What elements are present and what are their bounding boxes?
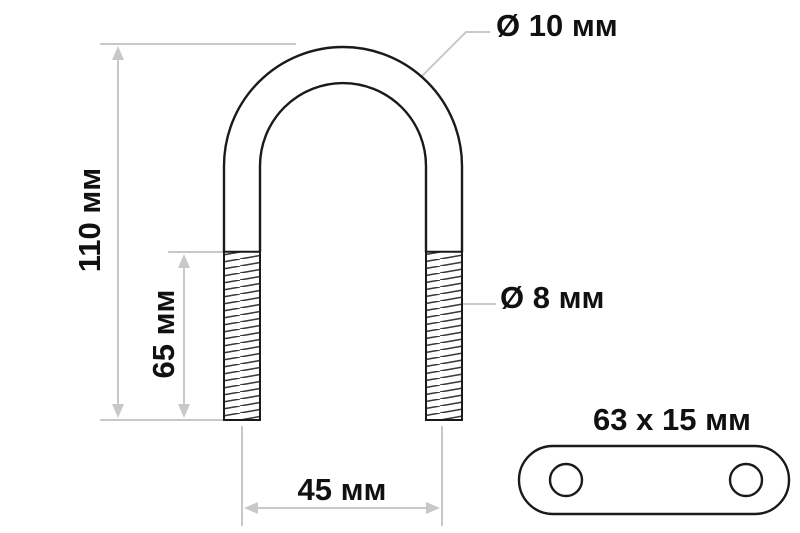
- label-plate-size: 63 x 15 мм: [593, 402, 751, 437]
- plate-outline: [517, 444, 791, 516]
- dimension-lines: [100, 31, 496, 526]
- plate-hole-right: [728, 462, 764, 498]
- label-thread-diameter: Ø 8 мм: [500, 280, 604, 315]
- u-bolt-outline: [222, 45, 464, 254]
- plate: [517, 444, 791, 516]
- label-bend-diameter: Ø 10 мм: [496, 8, 618, 43]
- thread-left: [223, 251, 261, 421]
- plate-hole-left: [548, 462, 584, 498]
- label-thread-length: 65 мм: [146, 290, 181, 379]
- label-width: 45 мм: [298, 472, 387, 507]
- thread-right: [425, 251, 463, 421]
- u-bolt: [222, 45, 464, 421]
- label-total-height: 110 мм: [72, 168, 107, 273]
